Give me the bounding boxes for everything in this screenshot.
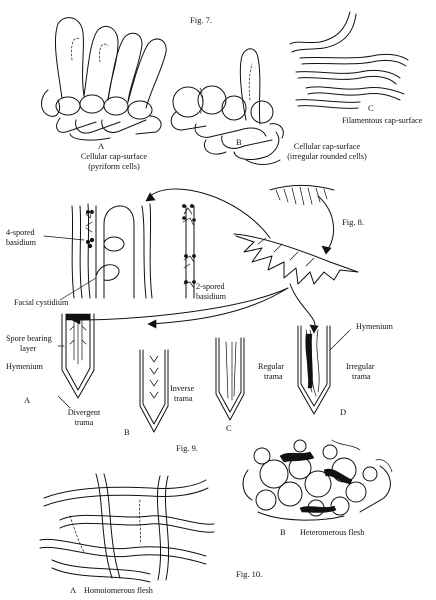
fig8-facial-cystidium: Facial cystidium [14,298,69,307]
fig10a-caption: Homoiomerous flesh [84,586,153,595]
fig7b-letter: B [236,137,242,147]
fig9-irregular-line1: Irregular [346,362,375,371]
fig7b-rounded-cells [170,48,284,165]
fig7c-filaments [289,11,409,109]
fig9-irregular-line2: trama [352,372,371,381]
fig7b-caption-line2: (irregular rounded cells) [287,152,367,161]
fig7a-caption-line1: Cellular cap-surface [80,152,148,161]
fig9b-caption-line1: Inverse [170,384,195,393]
fig7-title: Fig. 7. [190,15,212,25]
fig9-spore-bearing-line1: Spore bearing [6,334,52,343]
fig10b-caption: Heteromerous flesh [300,528,365,537]
fig9a-letter: A [24,395,31,405]
fig10b-letter: B [280,527,286,537]
fig8-two-spored-line2: basidium [196,292,227,301]
fig7a-pyriform-cells [41,17,167,141]
fig8-two-spored-line1: 2-spored [196,282,225,291]
fig9b-letter: B [124,427,130,437]
fig8-gill-section [43,185,359,301]
fig10b-sphaerocysts [242,439,393,521]
fig9b-caption-line2: trama [174,394,193,403]
fig7a-caption-line2: (pyriform cells) [88,162,140,171]
fig9-hymenium-right: Hymenium [356,322,393,331]
fig7b-caption-line1: Cellular cap-surface [293,142,361,151]
fig9a-caption-line2: trama [74,418,94,427]
fig9-spore-bearing-line2: layer [20,344,37,353]
fig8-four-spored-line1: 4-spored [6,228,35,237]
fig9-title: Fig. 9. [176,443,198,453]
fig8-four-spored-line2: basidium [6,238,37,247]
fig10-title: Fig. 10. [236,569,263,579]
fig9-hymenium-left: Hymenium [6,362,43,371]
fig10a-hyphae [39,473,215,583]
fig9a-caption-line1: Divergent [67,408,101,417]
fig9c-letter: C [226,423,232,433]
fig8-title: Fig. 8. [342,217,364,227]
fig9d-letter: D [340,407,347,417]
fig9-regular-line1: Regular [258,362,284,371]
fig9-trama-types [57,283,351,433]
fig7c-letter: C [368,103,374,113]
fig10a-letter: A [70,585,77,595]
fig9-regular-line2: trama [264,372,283,381]
fig7c-caption: Filamentous cap-surface [342,116,423,125]
fig7a-letter: A [98,141,105,151]
